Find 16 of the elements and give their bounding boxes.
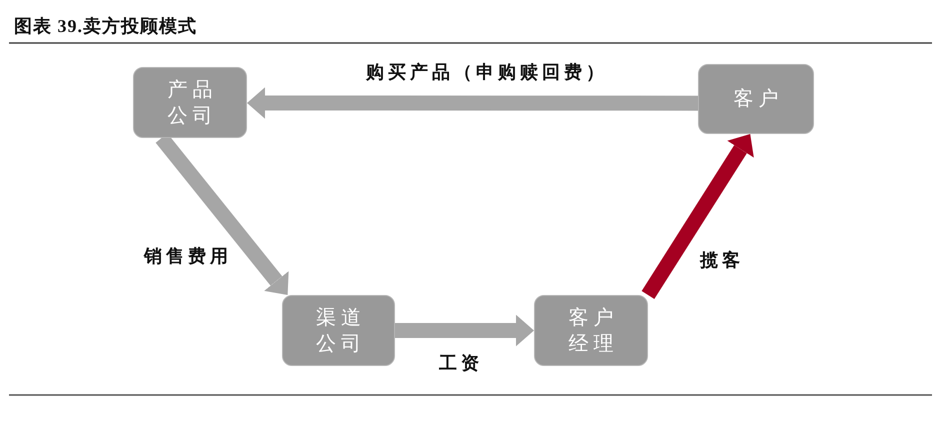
- figure-title: 图表 39.卖方投顾模式: [14, 15, 197, 38]
- edge-label: 购买产品（申购赎回费）: [366, 61, 608, 84]
- rounded-box: [282, 295, 395, 366]
- node-label: 客户: [732, 87, 784, 112]
- rounded-box: [133, 67, 247, 138]
- node-label: 客户经理: [568, 306, 620, 356]
- node-label: 产品公司: [166, 78, 218, 128]
- node-label: 渠道公司: [315, 306, 367, 356]
- arrow: [395, 314, 534, 346]
- edge-label: 工资: [439, 352, 483, 375]
- rounded-box: [534, 295, 648, 366]
- arrow: [247, 87, 698, 119]
- edge-label: 揽客: [700, 249, 744, 272]
- rounded-box: [698, 64, 814, 134]
- edge-label: 销售费用: [144, 245, 232, 268]
- arrow: [642, 134, 754, 300]
